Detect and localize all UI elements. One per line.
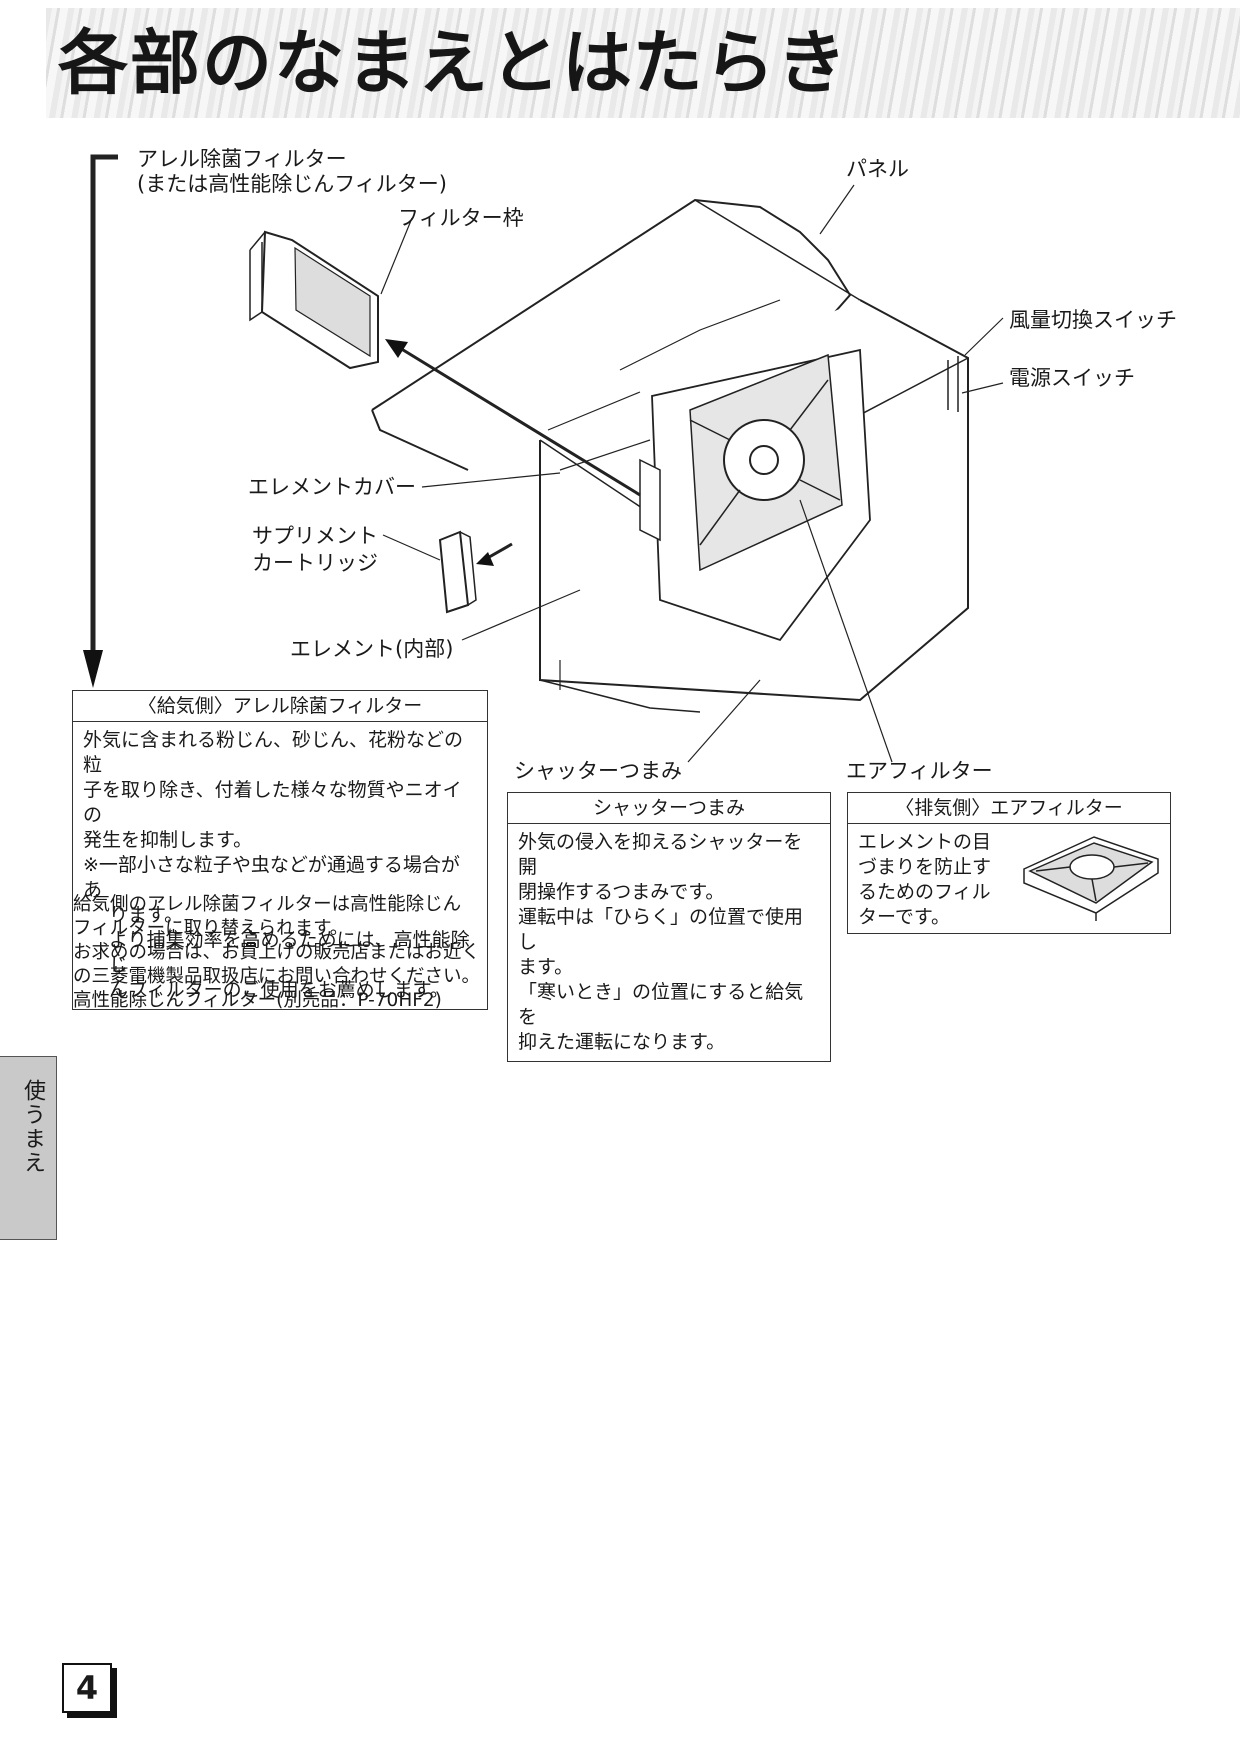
label-air-filter: エアフィルター (846, 758, 993, 785)
label-fan-switch: 風量切換スイッチ (1009, 307, 1177, 334)
supply-line-1: 外気に含まれる粉じん、砂じん、花粉などの粒 (83, 728, 477, 778)
page-number: 4 (62, 1663, 112, 1713)
label-element-cover: エレメントカバー (248, 474, 416, 501)
exhaust-filter-box: 〈排気側〉エアフィルター エレメントの目 づまりを防止す るためのフィル ターで… (847, 792, 1171, 934)
note-line-4: の三菱電機製品取扱店にお問い合わせください。 (73, 965, 503, 989)
note-line-1: 給気側のアレル除菌フィルターは高性能除じん (73, 893, 503, 917)
exhaust-line-4: ターです。 (858, 905, 1008, 930)
side-tab-label: 使うまえ (16, 1079, 48, 1175)
exhaust-line-3: るためのフィル (858, 880, 1008, 905)
supply-line-2: 子を取り除き、付着した様々な物質やニオイの (83, 778, 477, 828)
filter-arrow-head (385, 339, 408, 358)
unit-illustration (372, 200, 968, 712)
exhaust-line-2: づまりを防止す (858, 855, 1008, 880)
shutter-knob-heading: シャッターつまみ (508, 793, 830, 824)
shutter-line-1: 外気の侵入を抑えるシャッターを開 (518, 830, 820, 880)
shutter-line-6: 抑えた運転になります。 (518, 1030, 820, 1055)
label-power-switch: 電源スイッチ (1009, 365, 1135, 392)
label-dust-filter-alt: (または高性能除じんフィルター) (137, 171, 447, 198)
label-element-inner: エレメント(内部) (290, 636, 453, 663)
shutter-line-4: ます。 (518, 955, 820, 980)
side-tab: 使うまえ (0, 1056, 57, 1240)
label-panel: パネル (846, 156, 909, 183)
cartridge-arrow-head (476, 552, 494, 566)
filter-bracket-line (93, 157, 118, 655)
bracket-arrow-head (83, 650, 103, 688)
shutter-line-3: 運転中は「ひらく」の位置で使用し (518, 905, 820, 955)
label-allergy-filter: アレル除菌フィルター (137, 146, 347, 173)
label-supplement-1: サプリメント (252, 523, 378, 550)
label-shutter-knob: シャッターつまみ (514, 758, 682, 785)
supply-line-3: 発生を抑制します。 (83, 828, 477, 853)
supplement-cartridge-illustration (440, 532, 476, 612)
shutter-knob-box: シャッターつまみ 外気の侵入を抑えるシャッターを開 閉操作するつまみです。 運転… (507, 792, 831, 1062)
exhaust-filter-heading: 〈排気側〉エアフィルター (848, 793, 1170, 824)
exhaust-line-1: エレメントの目 (858, 830, 1008, 855)
shutter-line-2: 閉操作するつまみです。 (518, 880, 820, 905)
supply-filter-heading: 〈給気側〉アレル除菌フィルター (73, 691, 487, 722)
air-filter-illustration (1016, 829, 1166, 927)
shutter-line-5: 「寒いとき」の位置にすると給気を (518, 980, 820, 1030)
note-line-3: お求めの場合は、お買上げの販売店またはお近く (73, 941, 503, 965)
replacement-note: 給気側のアレル除菌フィルターは高性能除じん フィルターに取り替えられます。 お求… (73, 893, 503, 1013)
label-filter-frame: フィルター枠 (398, 205, 524, 232)
removed-filter-illustration (250, 232, 378, 368)
note-line-2: フィルターに取り替えられます。 (73, 917, 503, 941)
note-line-5: 高性能除じんフィルター(別売品：P-70HF2) (73, 989, 503, 1013)
label-supplement-2: カートリッジ (252, 550, 378, 577)
